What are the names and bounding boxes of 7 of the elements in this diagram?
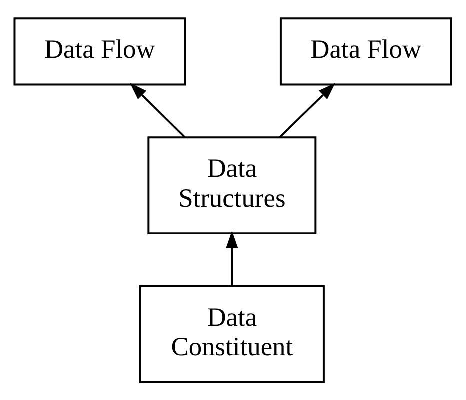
node-box: Data Flow [14, 17, 186, 86]
node-box: Data Structures [148, 136, 317, 234]
node-box: Data Flow [280, 17, 452, 86]
arrow [130, 82, 186, 138]
arrow [226, 230, 238, 286]
node-box: Data Constituent [139, 284, 325, 383]
arrow [279, 82, 336, 138]
